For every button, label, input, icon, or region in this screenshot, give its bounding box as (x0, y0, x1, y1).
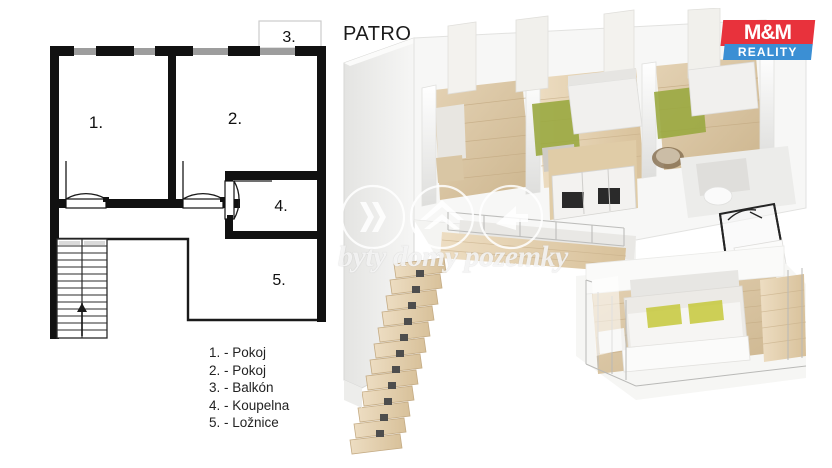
bedroom-outline (50, 237, 317, 339)
furniture-left-room (436, 104, 466, 183)
furniture-right-room (652, 61, 759, 169)
logo-subtitle-bar: REALITY (723, 44, 813, 60)
legend: 1. - Pokoj 2. - Pokoj 3. - Balkón 4. - K… (209, 344, 289, 432)
logo-brand-bar: M&M (720, 20, 816, 46)
exterior-walls (50, 46, 326, 322)
room-number-3: 3. (282, 29, 295, 46)
room-number-2: 2. (228, 109, 242, 128)
door-bathroom (224, 180, 272, 221)
staircase (56, 238, 108, 339)
floor-plan-2d: 1. 2. 3. 4. 5. (50, 20, 326, 339)
room-number-1: 1. (89, 113, 103, 132)
exterior-wall-3d-lower (344, 380, 362, 408)
legend-item: 1. - Pokoj (209, 345, 267, 360)
balcony-outline (258, 20, 322, 49)
legend-item: 2. - Pokoj (209, 362, 267, 378)
legend-item: 5. - Ložnice (209, 415, 279, 431)
furniture-center (532, 68, 643, 221)
bedroom-3d (576, 245, 807, 400)
logo-subtitle-text: REALITY (737, 45, 798, 59)
legend-item: 3. - Balkón (209, 380, 274, 396)
partition-wall-rooms (168, 46, 176, 208)
room-number-4: 4. (274, 198, 287, 215)
window-panels-3d (447, 8, 721, 95)
apartment-3d-render (336, 8, 832, 460)
door-room-1 (65, 161, 109, 209)
page-title: PATRO (343, 23, 412, 45)
staircase-3d (349, 257, 447, 455)
door-room-2 (182, 161, 226, 209)
legend-item: 4. - Koupelna (209, 397, 290, 413)
room-number-5: 5. (272, 272, 285, 289)
brand-logo: M&M REALITY (719, 20, 816, 62)
logo-brand-text: M&M (744, 21, 792, 44)
